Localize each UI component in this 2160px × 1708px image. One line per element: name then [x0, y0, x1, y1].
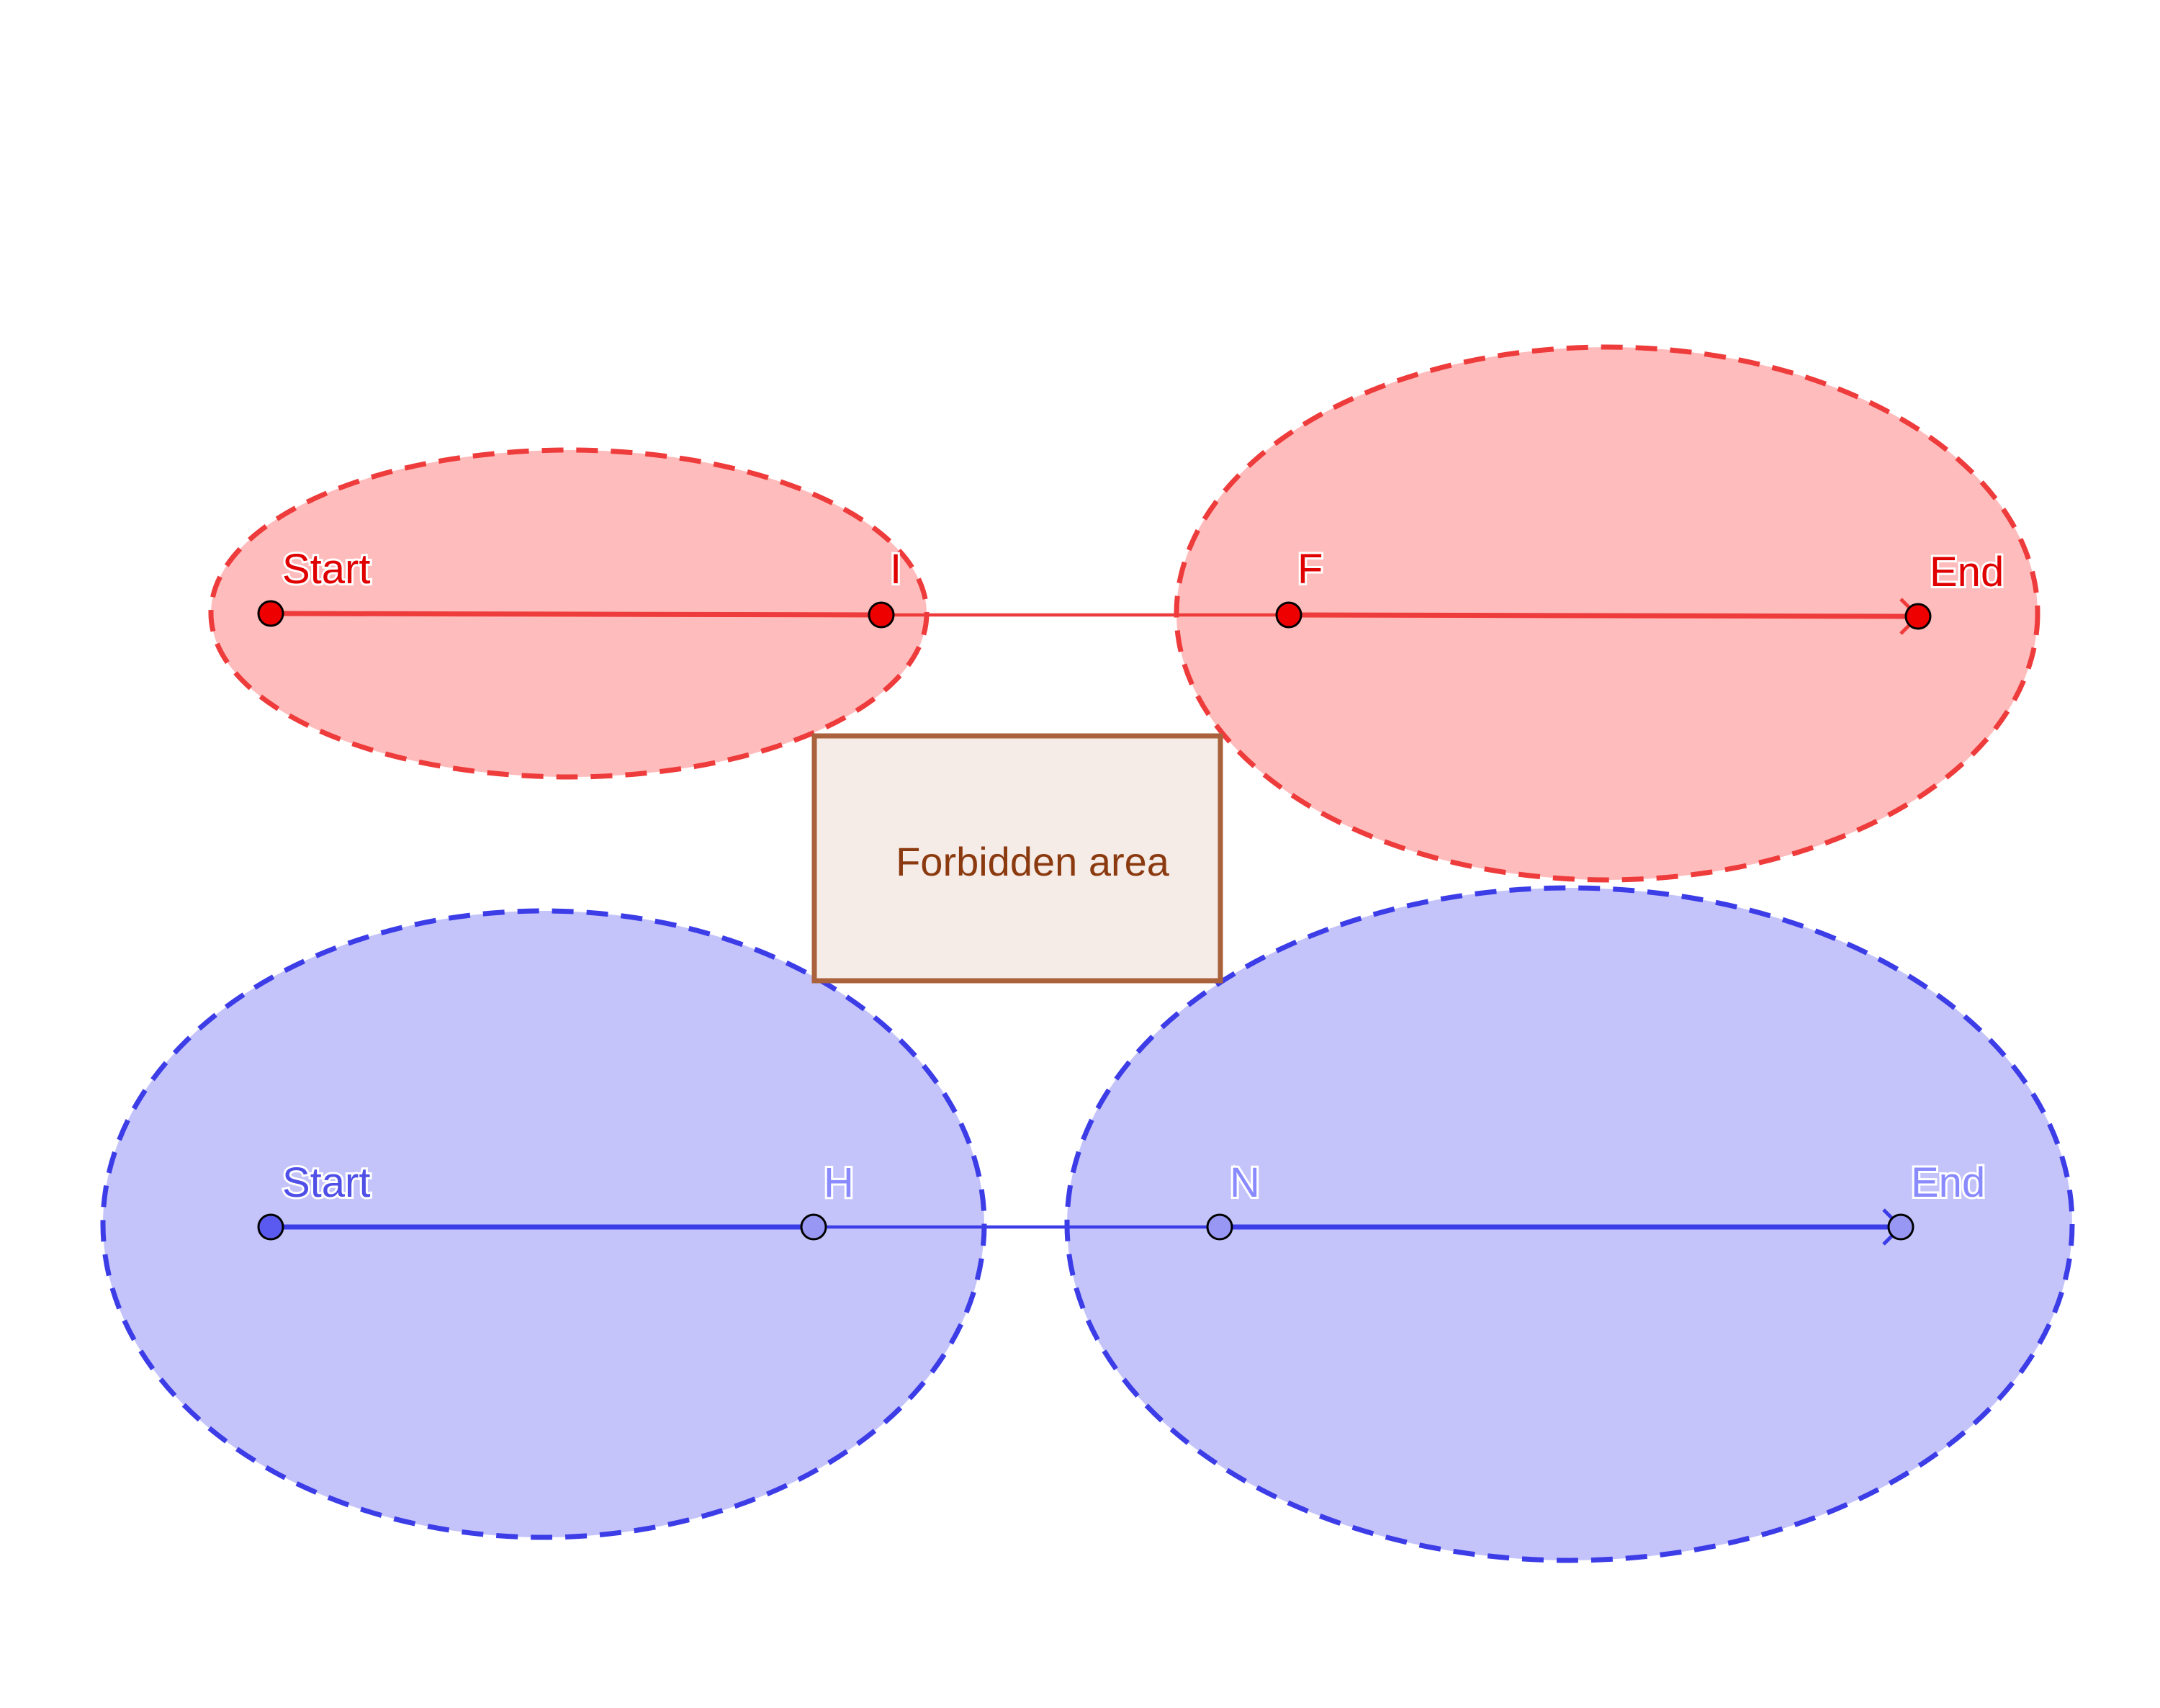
- red-segment-start-i: [270, 611, 882, 618]
- forbidden-area-box: [811, 733, 1223, 984]
- blue-region-right: [1064, 885, 2075, 1563]
- red-label-i: I: [890, 546, 901, 593]
- blue-point-start[interactable]: [257, 1213, 284, 1241]
- red-label-f: F: [1297, 546, 1323, 593]
- blue-region-left: [100, 908, 987, 1540]
- red-point-end[interactable]: [1904, 603, 1932, 630]
- red-point-start[interactable]: [257, 600, 284, 627]
- blue-point-n[interactable]: [1206, 1213, 1233, 1241]
- red-segment-f-end: [1288, 612, 1917, 619]
- blue-label-h: H: [824, 1159, 854, 1206]
- red-point-i[interactable]: [868, 601, 895, 629]
- red-label-end: End: [1930, 549, 2004, 595]
- forbidden-area-label: Forbidden area: [896, 839, 1170, 884]
- blue-label-end: End: [1911, 1159, 1985, 1206]
- red-label-start: Start: [282, 546, 371, 593]
- red-point-f[interactable]: [1275, 601, 1302, 629]
- blue-label-n: N: [1230, 1159, 1260, 1206]
- blue-label-start: Start: [282, 1159, 371, 1206]
- blue-point-end[interactable]: [1887, 1213, 1914, 1241]
- blue-point-h[interactable]: [800, 1213, 827, 1241]
